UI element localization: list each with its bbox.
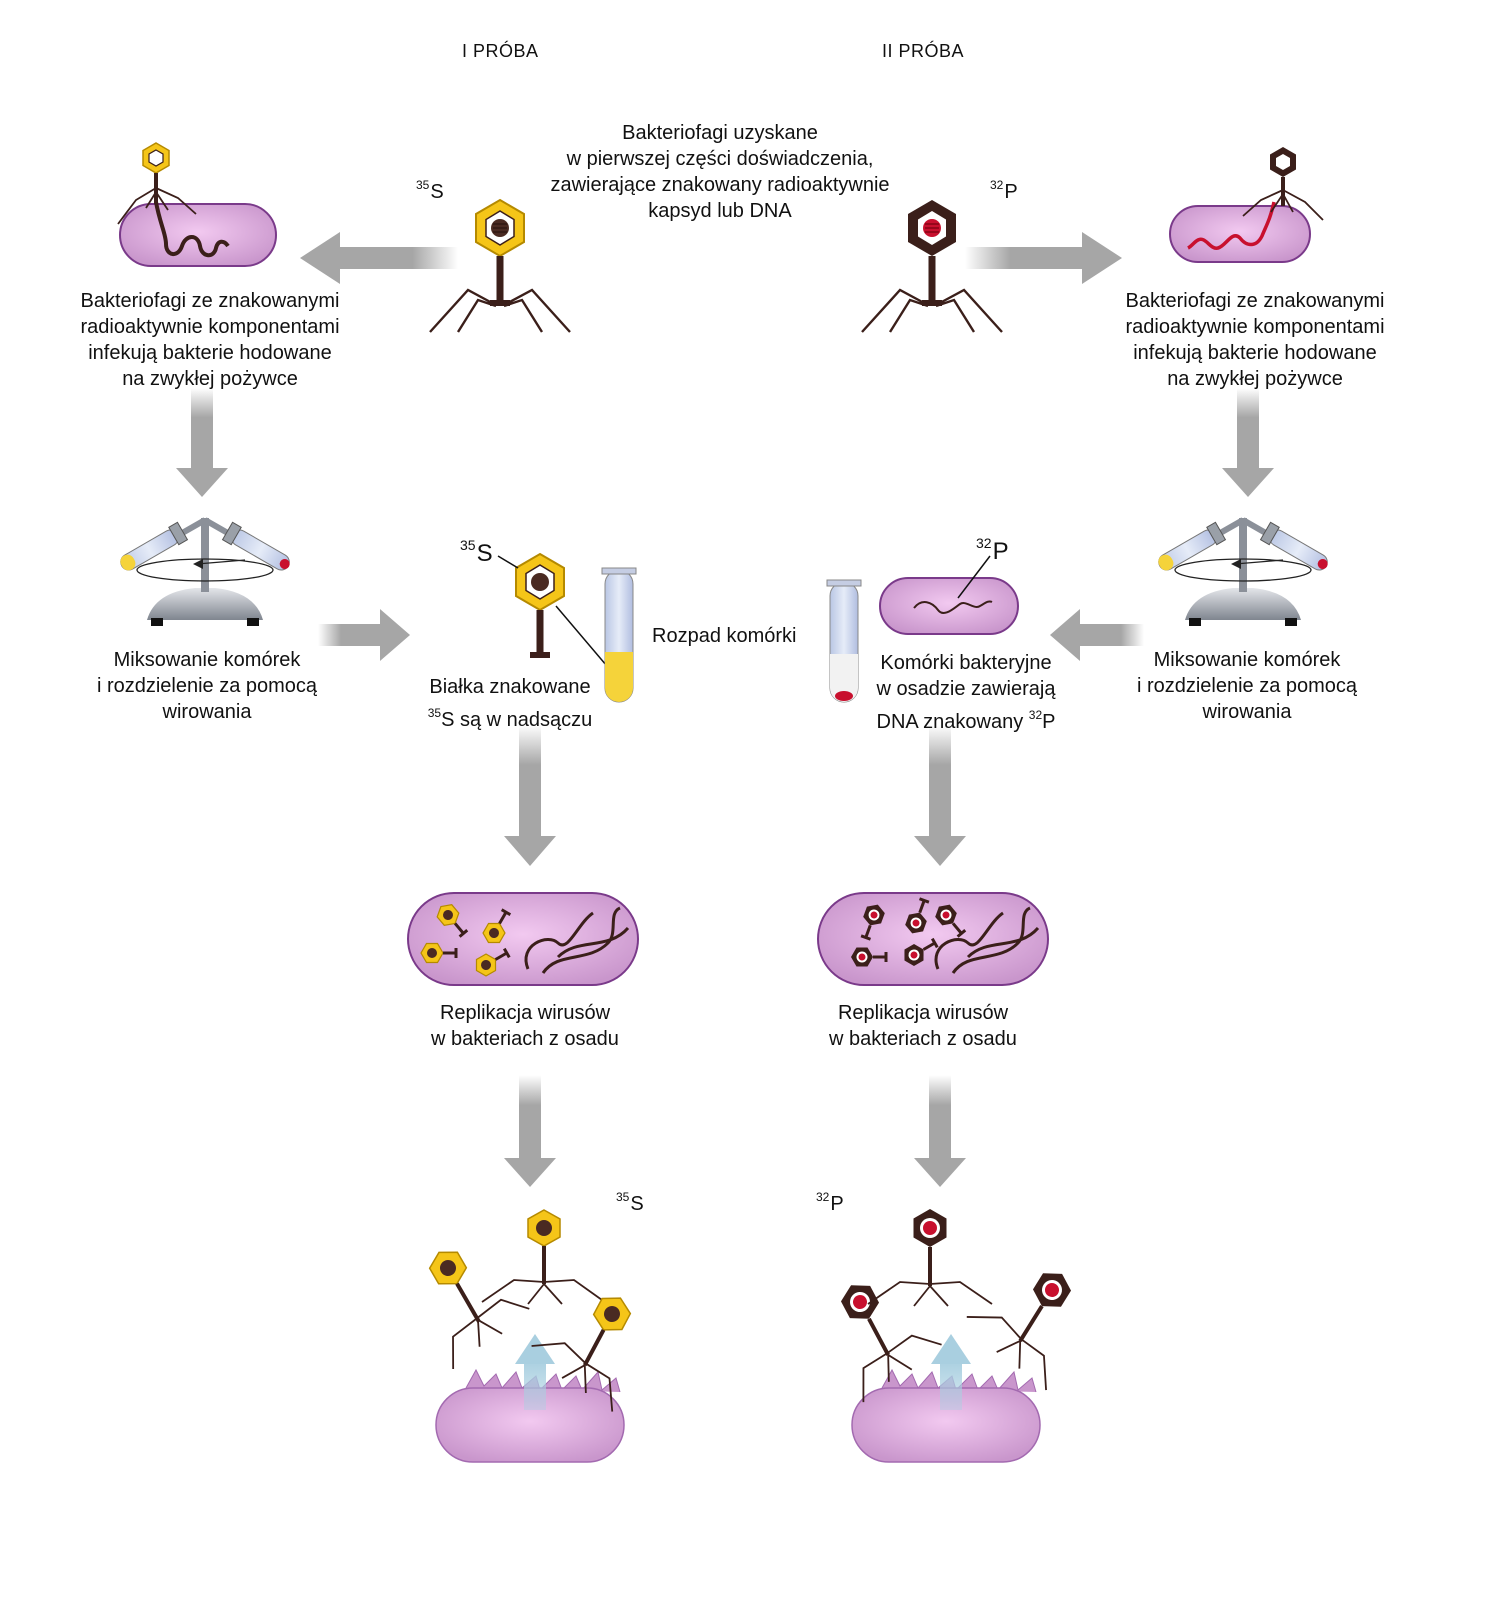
phage-attached-sulfur <box>117 142 197 225</box>
arrow-shaft-down-center-left-2 <box>519 1075 541 1161</box>
arrow-head-down-center-right-1 <box>914 836 966 866</box>
protein-text: Białka znakowane 35S są w nadsączu <box>406 674 614 733</box>
arrow-shaft-down-right-1 <box>1237 388 1259 472</box>
dna-line-1: Komórki bakteryjne <box>880 652 1052 674</box>
arrow-head-down-right-1 <box>1222 468 1274 497</box>
infection-text-left: Bakteriofagi ze znakowanymi radioaktywni… <box>60 288 360 392</box>
mixing-text-right: Miksowanie komórek i rozdzielenie za pom… <box>1100 647 1394 725</box>
pointer-line-supernatant <box>555 605 613 673</box>
label-line-sulfur <box>497 555 519 569</box>
arrow-head-down-center-left-2 <box>504 1158 556 1187</box>
infection-line: na zwykłej pożywce <box>122 368 298 390</box>
mixing-line: i rozdzielenie za pomocą <box>1136 675 1358 697</box>
arrow-head-down-left-1 <box>176 468 228 497</box>
replication-bacterium-sulfur <box>406 891 640 987</box>
infection-line: radioaktywnie komponentami <box>1125 316 1385 338</box>
arrow-head-down-center-left-1 <box>504 836 556 866</box>
arrow-shaft-mid-right <box>1078 624 1144 646</box>
protein-line-2: 35S są w nadsączu <box>427 706 593 731</box>
isotope-label-sulfur-top: 35S <box>416 178 444 203</box>
arrow-head-top-left <box>300 232 340 284</box>
mixing-line: wirowania <box>1202 701 1292 723</box>
replication-line: w bakteriach z osadu <box>829 1028 1017 1050</box>
dna-line-3: DNA znakowany 32P <box>876 708 1056 733</box>
isotope-label-phosphorus-bottom: 32P <box>816 1190 844 1215</box>
protein-line-1: Białka znakowane <box>429 676 591 698</box>
lysis-label: Rozpad komórki <box>652 625 797 647</box>
mixing-line: i rozdzielenie za pomocą <box>96 675 318 697</box>
release-arrow-sulfur <box>515 1334 555 1410</box>
phage-phosphorus-labeled <box>861 200 1003 333</box>
arrow-head-mid-right <box>1050 609 1080 661</box>
isotope-label-phosphorus-mid: 32P <box>976 535 1009 565</box>
infected-bacterium-phosphorus <box>1169 201 1311 263</box>
infection-line: infekują bakterie hodowane <box>88 342 332 364</box>
isotope-label-sulfur-bottom: 35S <box>616 1190 644 1215</box>
arrow-shaft-top-right <box>965 247 1095 269</box>
infection-line: Bakteriofagi ze znakowanymi <box>80 290 340 312</box>
infection-line: na zwykłej pożywce <box>1167 368 1343 390</box>
arrow-shaft-down-center-left-1 <box>519 725 541 839</box>
replication-line: Replikacja wirusów <box>837 1002 1009 1024</box>
isotope-label-sulfur-mid: 35S <box>460 537 493 567</box>
replication-line: Replikacja wirusów <box>439 1002 611 1024</box>
infected-bacterium-sulfur <box>119 201 277 267</box>
arrow-shaft-top-left <box>328 247 458 269</box>
released-phages-phosphorus <box>840 1209 1072 1403</box>
arrow-shaft-down-left-1 <box>191 388 213 472</box>
replication-line: w bakteriach z osadu <box>431 1028 619 1050</box>
infection-line: infekują bakterie hodowane <box>1133 342 1377 364</box>
header-right: II PRÓBA <box>882 41 965 61</box>
arrow-head-top-right <box>1082 232 1122 284</box>
dna-text: Komórki bakteryjne w osadzie zawierają D… <box>858 650 1074 735</box>
center-caption-line: kapsyd lub DNA <box>648 200 792 222</box>
arrow-shaft-mid-left <box>318 624 384 646</box>
dna-line-2: w osadzie zawierają <box>876 678 1056 700</box>
label-line-phosphorus <box>957 555 991 599</box>
infection-line: radioaktywnie komponentami <box>80 316 340 338</box>
mixing-line: Miksowanie komórek <box>113 649 301 671</box>
center-caption-line: Bakteriofagi uzyskane <box>622 122 818 144</box>
center-caption: Bakteriofagi uzyskane w pierwszej części… <box>520 120 920 224</box>
replication-text-left: Replikacja wirusów w bakteriach z osadu <box>410 1000 640 1052</box>
center-caption-line: zawierające znakowany radioaktywnie <box>550 174 890 196</box>
arrow-head-mid-left <box>380 609 410 661</box>
phage-sulfur-labeled <box>429 198 571 333</box>
test-tube-pellet <box>826 579 862 703</box>
arrow-shaft-down-center-right-1 <box>929 725 951 839</box>
isotope-label-phosphorus-top: 32P <box>990 178 1018 203</box>
arrow-head-down-center-right-2 <box>914 1158 966 1187</box>
mixing-line: Miksowanie komórek <box>1153 649 1341 671</box>
header-left: I PRÓBA <box>462 41 539 61</box>
centrifuge-left <box>117 518 294 626</box>
mixing-line: wirowania <box>162 701 252 723</box>
infection-line: Bakteriofagi ze znakowanymi <box>1125 290 1385 312</box>
test-tube-supernatant <box>601 567 637 703</box>
centrifuge-right <box>1155 518 1332 626</box>
replication-bacterium-phosphorus <box>816 891 1050 987</box>
phage-ghost-sulfur <box>515 552 565 658</box>
released-phages-sulfur <box>428 1209 632 1412</box>
infection-text-right: Bakteriofagi ze znakowanymi radioaktywni… <box>1105 288 1405 392</box>
arrow-shaft-down-center-right-2 <box>929 1075 951 1161</box>
center-caption-line: w pierwszej części doświadczenia, <box>566 148 874 170</box>
phage-attached-phosphorus <box>1242 147 1324 221</box>
replication-text-right: Replikacja wirusów w bakteriach z osadu <box>808 1000 1038 1052</box>
mixing-text-left: Miksowanie komórek i rozdzielenie za pom… <box>60 647 354 725</box>
bacterium-pellet <box>879 577 1019 635</box>
release-arrow-phosphorus <box>931 1334 971 1410</box>
